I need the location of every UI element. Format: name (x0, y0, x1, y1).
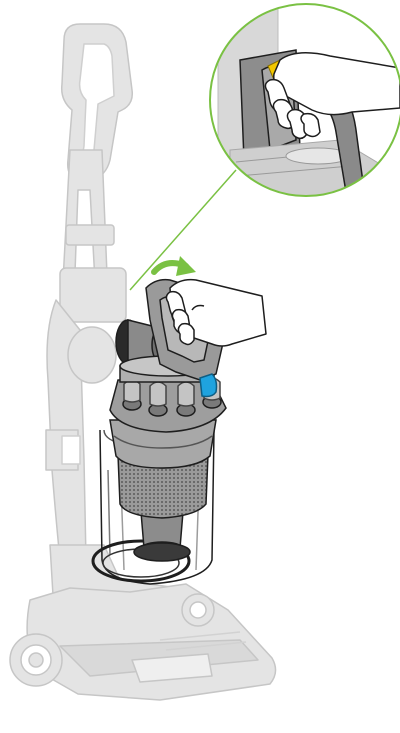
hand-main (165, 278, 267, 347)
curved-arrow-icon (151, 256, 196, 276)
release-button (199, 373, 218, 398)
callout-leader-line (129, 169, 237, 291)
vacuum-body-ghost (9, 23, 277, 701)
detail-callout (209, 3, 400, 197)
